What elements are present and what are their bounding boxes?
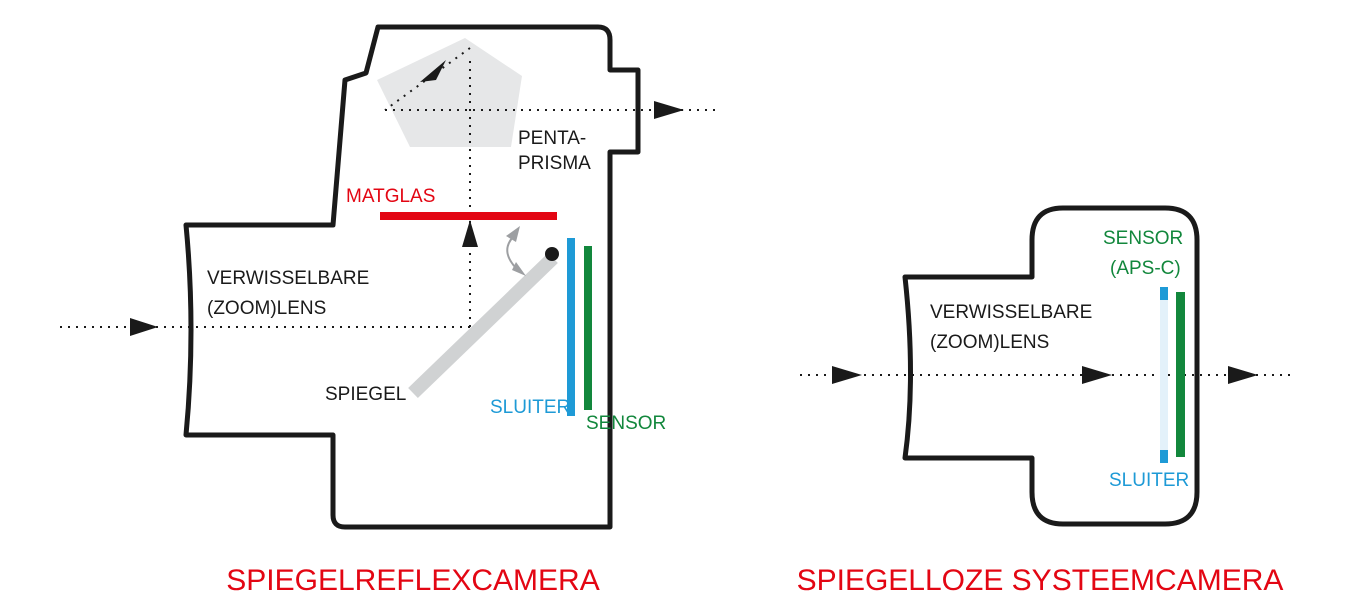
pentaprisma-label-line2: PRISMA bbox=[518, 153, 591, 174]
slr-prism-arrow bbox=[420, 60, 446, 82]
mirrorless-mid-arrow bbox=[1082, 366, 1112, 384]
mirrorless-lens-label-line1: VERWISSELBARE bbox=[930, 302, 1092, 323]
slr-up-arrow bbox=[462, 220, 478, 247]
aps-sensor-label-line2: (APS-C) bbox=[1110, 258, 1181, 279]
swing-arrow-head-bottom bbox=[512, 262, 526, 276]
pentaprisma-label-line1: PENTA- bbox=[518, 128, 586, 149]
pentaprism-shape bbox=[377, 38, 522, 147]
spiegel-label: SPIEGEL bbox=[325, 384, 406, 405]
mirrorless-shutter-bottom bbox=[1160, 450, 1168, 463]
slr-light-path bbox=[60, 47, 720, 328]
slr-body-outline bbox=[183, 24, 641, 530]
mirrorless-shutter-top bbox=[1160, 287, 1168, 300]
slr-sensor-label: SENSOR bbox=[586, 413, 666, 434]
mirrorless-sensor-bar bbox=[1176, 292, 1185, 457]
mirrorless-sluiter-label: SLUITER bbox=[1109, 470, 1189, 491]
mirrorless-diagram: SENSOR (APS-C) VERWISSELBARE (ZOOM)LENS … bbox=[797, 205, 1290, 597]
slr-viewfinder-arrow bbox=[654, 101, 684, 119]
slr-entry-arrow bbox=[130, 318, 158, 336]
mirrorless-shutter-open bbox=[1160, 300, 1168, 450]
mirrorless-caption: SPIEGELLOZE SYSTEEMCAMERA bbox=[797, 564, 1284, 597]
slr-diagram: PENTA- PRISMA MATGLAS VERWISSELBARE (ZOO… bbox=[60, 24, 720, 597]
slr-sensor-bar bbox=[584, 246, 592, 410]
mirrorless-exit-arrow bbox=[1228, 366, 1258, 384]
mirrorless-lens-label-line2: (ZOOM)LENS bbox=[930, 332, 1049, 353]
slr-shutter-bar bbox=[567, 238, 575, 416]
aps-sensor-label-line1: SENSOR bbox=[1103, 228, 1183, 249]
slr-lens-label-line2: (ZOOM)LENS bbox=[207, 298, 326, 319]
swing-arrow-head-top bbox=[506, 226, 520, 242]
mirrorless-entry-arrow bbox=[832, 366, 862, 384]
mirrorless-body-outline bbox=[902, 205, 1200, 527]
matglas-label: MATGLAS bbox=[346, 186, 435, 207]
matglas-bar bbox=[380, 212, 557, 220]
slr-lens-label-line1: VERWISSELBARE bbox=[207, 268, 369, 289]
mirror-pivot bbox=[545, 247, 559, 261]
slr-sluiter-label: SLUITER bbox=[490, 397, 570, 418]
slr-caption: SPIEGELREFLEXCAMERA bbox=[226, 564, 599, 597]
mirror-bar bbox=[408, 252, 558, 399]
